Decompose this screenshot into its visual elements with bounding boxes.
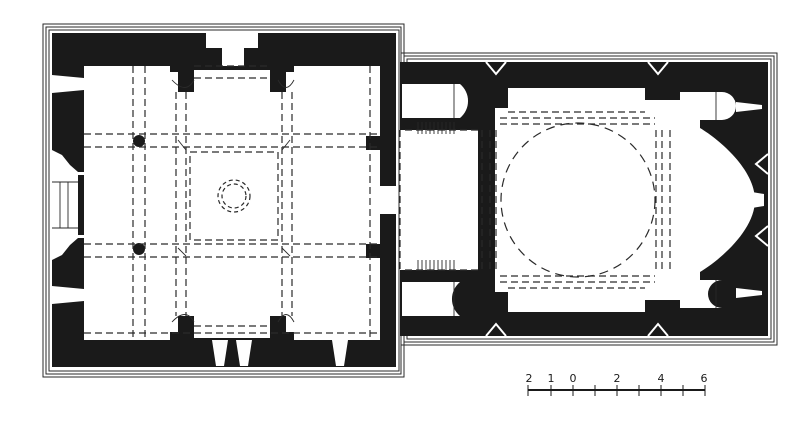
west-hall <box>42 23 405 378</box>
scale-label: 1 <box>548 372 555 385</box>
scale-label: 6 <box>701 372 708 385</box>
scale-label: 4 <box>658 372 665 385</box>
scale-label: 2 <box>614 372 621 385</box>
scale-label: 2 <box>526 372 533 385</box>
scale-bar: 2 1 0 2 4 6 <box>526 372 708 396</box>
east-domed-chamber <box>399 52 778 346</box>
scale-label: 0 <box>570 372 577 385</box>
